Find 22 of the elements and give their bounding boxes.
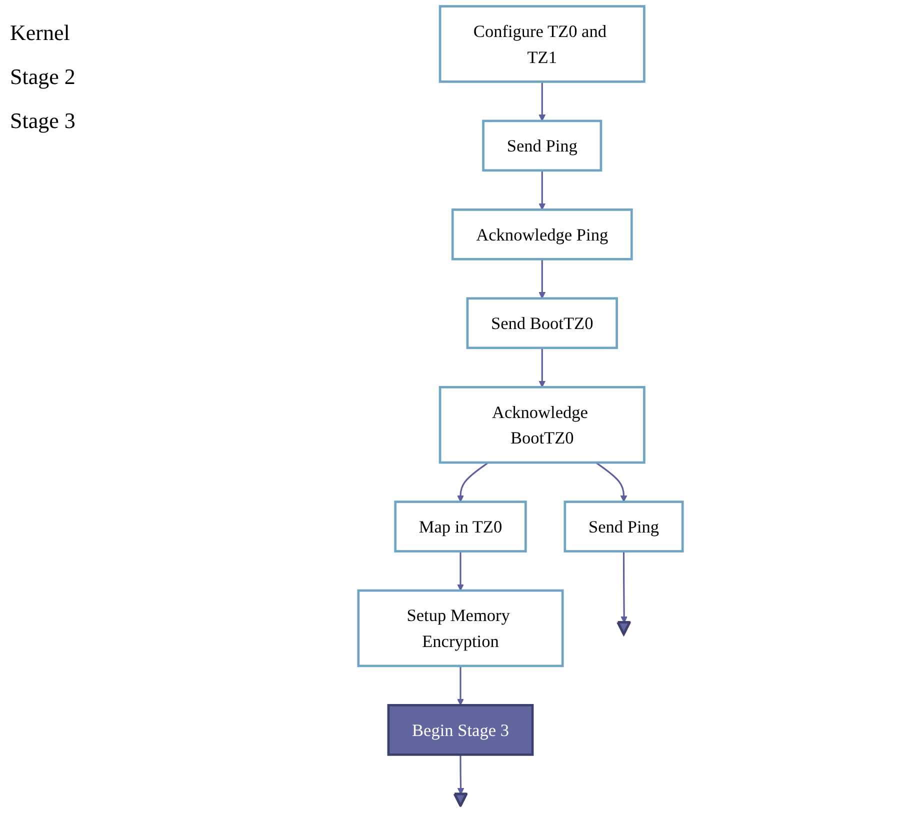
node-box: Send Ping <box>482 120 602 172</box>
arrow <box>457 462 489 502</box>
arrow <box>538 259 546 299</box>
section-label: Kernel <box>10 20 71 46</box>
node-box: Begin Stage 3 <box>387 704 534 756</box>
node-box: Send Ping <box>564 500 684 552</box>
arrow <box>538 348 546 388</box>
arrow <box>620 551 628 624</box>
node-box: Acknowledge BootTZ0 <box>438 386 646 464</box>
node-box: Send BootTZ0 <box>466 297 618 350</box>
section-label: Stage 2 <box>10 64 76 90</box>
node-box: Configure TZ0 and TZ1 <box>438 5 646 83</box>
arrow <box>595 462 628 502</box>
arrow <box>538 82 546 122</box>
arrow <box>457 754 464 795</box>
node-box: Map in TZ0 <box>394 500 527 552</box>
node-box: Acknowledge Ping <box>451 208 633 260</box>
arrow <box>538 170 546 210</box>
section-label: Stage 3 <box>10 108 76 134</box>
node-box: Setup Memory Encryption <box>357 589 564 668</box>
arrow <box>457 666 464 706</box>
arrow <box>457 551 464 591</box>
